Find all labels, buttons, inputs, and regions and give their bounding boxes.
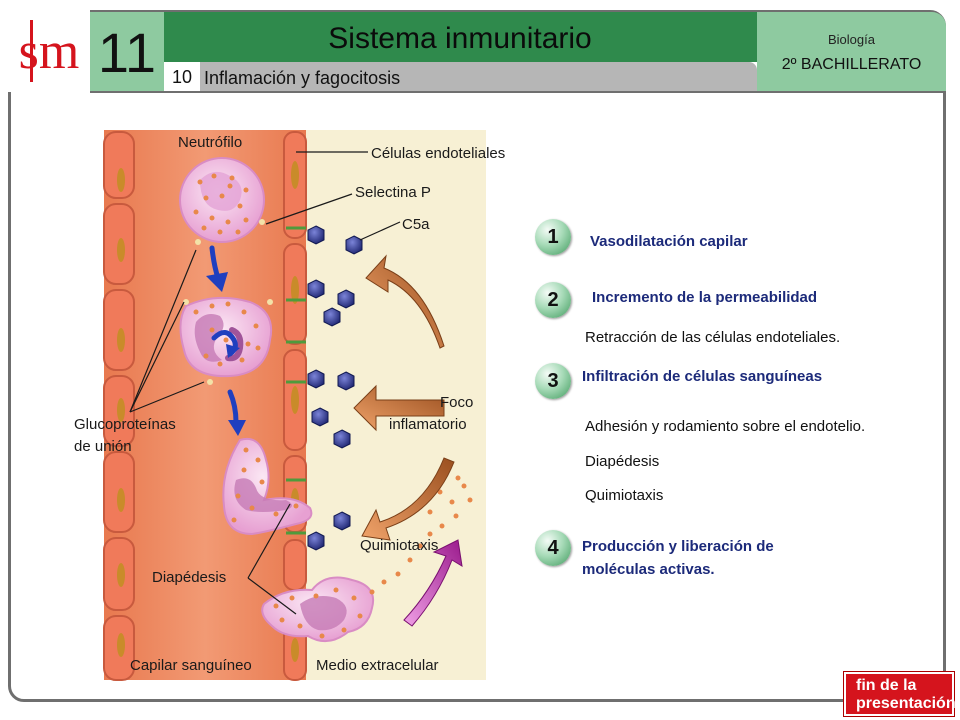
neutrophil-2 — [179, 296, 273, 385]
label-c5a: C5a — [402, 216, 430, 233]
step-4-title-line1: Producción y liberación de — [582, 538, 774, 555]
slide-frame — [8, 10, 946, 702]
c5a-molecules — [307, 225, 363, 551]
neutrophil-4 — [261, 576, 374, 643]
arrow-c5a — [365, 254, 445, 349]
label-neutrofilo: Neutrófilo — [178, 134, 243, 151]
left-endothelial-cells — [103, 131, 135, 681]
label-selectina-p: Selectina P — [355, 184, 431, 201]
end-button-line2: presentación — [856, 695, 956, 712]
header-separator — [90, 91, 946, 93]
step-2-title: Incremento de la permeabilidad — [592, 289, 818, 306]
label-capilar: Capilar sanguíneo — [130, 657, 252, 674]
end-button-line1: fin de la — [856, 677, 917, 694]
section-bar — [164, 62, 757, 92]
leader-lines — [129, 151, 401, 615]
step-3-badge: 3 — [535, 363, 571, 399]
label-foco: Foco — [440, 394, 474, 411]
neutrophil-3 — [222, 438, 313, 536]
section-number: 10 — [164, 62, 200, 92]
step-3-detail-1: Adhesión y rodamiento sobre el endotelio… — [585, 418, 866, 435]
step-4-title-line2: moléculas activas. — [582, 561, 715, 578]
course-label: 2º BACHILLERATO — [781, 56, 922, 73]
arrow-foco — [353, 384, 445, 432]
arrow-production — [403, 539, 463, 627]
label-quimiotaxis: Quimiotaxis — [360, 537, 439, 554]
section-title: Inflamación y fagocitosis — [204, 68, 401, 88]
arrow-quimiotaxis — [361, 457, 455, 541]
step-1-title: Vasodilatación capilar — [590, 233, 748, 250]
header-bar — [90, 12, 757, 62]
label-de-union: de unión — [74, 438, 132, 455]
step-4-badge: 4 — [535, 530, 571, 566]
page-title: Sistema inmunitario — [328, 22, 592, 55]
sm-logo: sm — [8, 10, 90, 92]
label-glucoproteinas: Glucoproteínas — [74, 416, 176, 433]
neutrophil-1 — [179, 157, 265, 245]
label-celulas-endoteliales: Células endoteliales — [371, 145, 506, 162]
step-3-detail-2: Diapédesis — [585, 453, 660, 470]
movement-arrows — [206, 245, 246, 436]
course-box — [757, 12, 946, 92]
end-presentation-button[interactable]: fin de la presentación — [844, 672, 956, 716]
step-2-detail: Retracción de las células endoteliales. — [585, 329, 841, 346]
unit-number: 11 — [97, 21, 157, 84]
unit-number-box — [90, 12, 164, 92]
sm-logo-text: sm — [19, 23, 80, 80]
label-inflamatorio: inflamatorio — [389, 416, 467, 433]
step-2-badge: 2 — [535, 282, 571, 318]
subject-label: Biología — [828, 32, 875, 47]
step-3-title: Infiltración de células sanguíneas — [582, 368, 823, 385]
step-3-detail-3: Quimiotaxis — [585, 487, 664, 504]
step-1-badge: 1 — [535, 219, 571, 255]
label-diapedesis: Diapédesis — [152, 569, 227, 586]
label-medio: Medio extracelular — [316, 657, 439, 674]
